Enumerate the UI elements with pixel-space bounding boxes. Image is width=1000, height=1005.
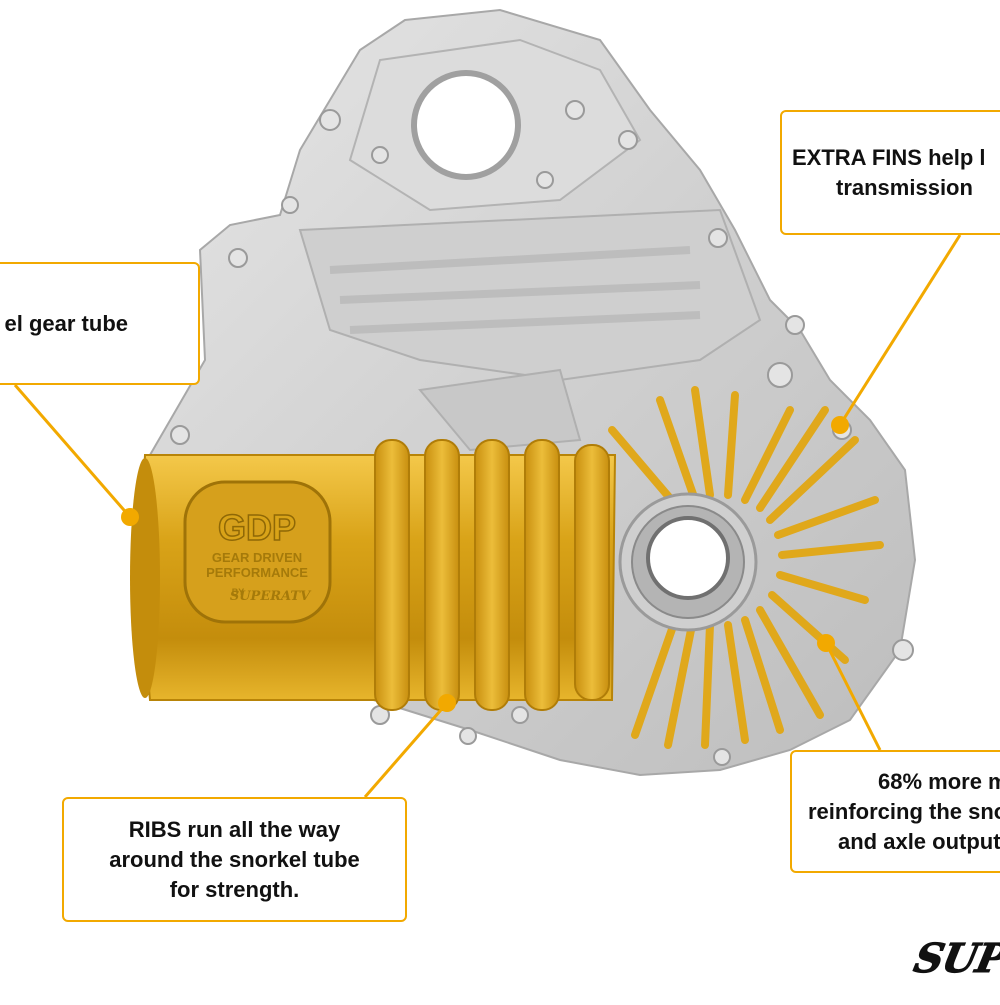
callout-material-line-1: 68% more m [878,768,1000,794]
gdp-logo-maker: SUPERATV [230,589,312,604]
snorkel-gear-tube: GDP GEAR DRIVEN PERFORMANCE BY SUPERATV [130,439,617,711]
brand-logo: SUP [910,935,1000,983]
callout-gear-tube: el gear tube [0,262,200,385]
leader-dots [121,416,849,712]
axle-bearing [618,492,758,632]
gdp-logo-line1: GEAR DRIVEN [212,550,302,565]
callout-ribs-line-3: for strength. [169,876,300,902]
gdp-logo-line2: PERFORMANCE [206,565,308,580]
callout-extra-fins: EXTRA FINS help l transmission [780,110,1000,235]
callout-material-line-3: and axle output [838,828,1000,854]
callout-fins-line-2: transmission [836,174,973,200]
callout-fins-line-1: EXTRA FINS help l [792,144,986,170]
callout-ribs-line-2: around the snorkel tube [109,846,360,872]
callout-material-line-2: reinforcing the sno [808,798,1000,824]
gdp-logo-by: BY [232,587,245,597]
gdp-logo-text: GDP [218,507,296,548]
leader-lines [13,234,962,798]
callout-more-material: 68% more m reinforcing the sno and axle … [790,750,1000,873]
callout-tube-line-1: el gear tube [4,310,128,336]
callout-ribs-line-1: RIBS run all the way [128,816,341,842]
callout-ribs: RIBS run all the way around the snorkel … [62,797,407,922]
gold-fins [608,386,884,749]
